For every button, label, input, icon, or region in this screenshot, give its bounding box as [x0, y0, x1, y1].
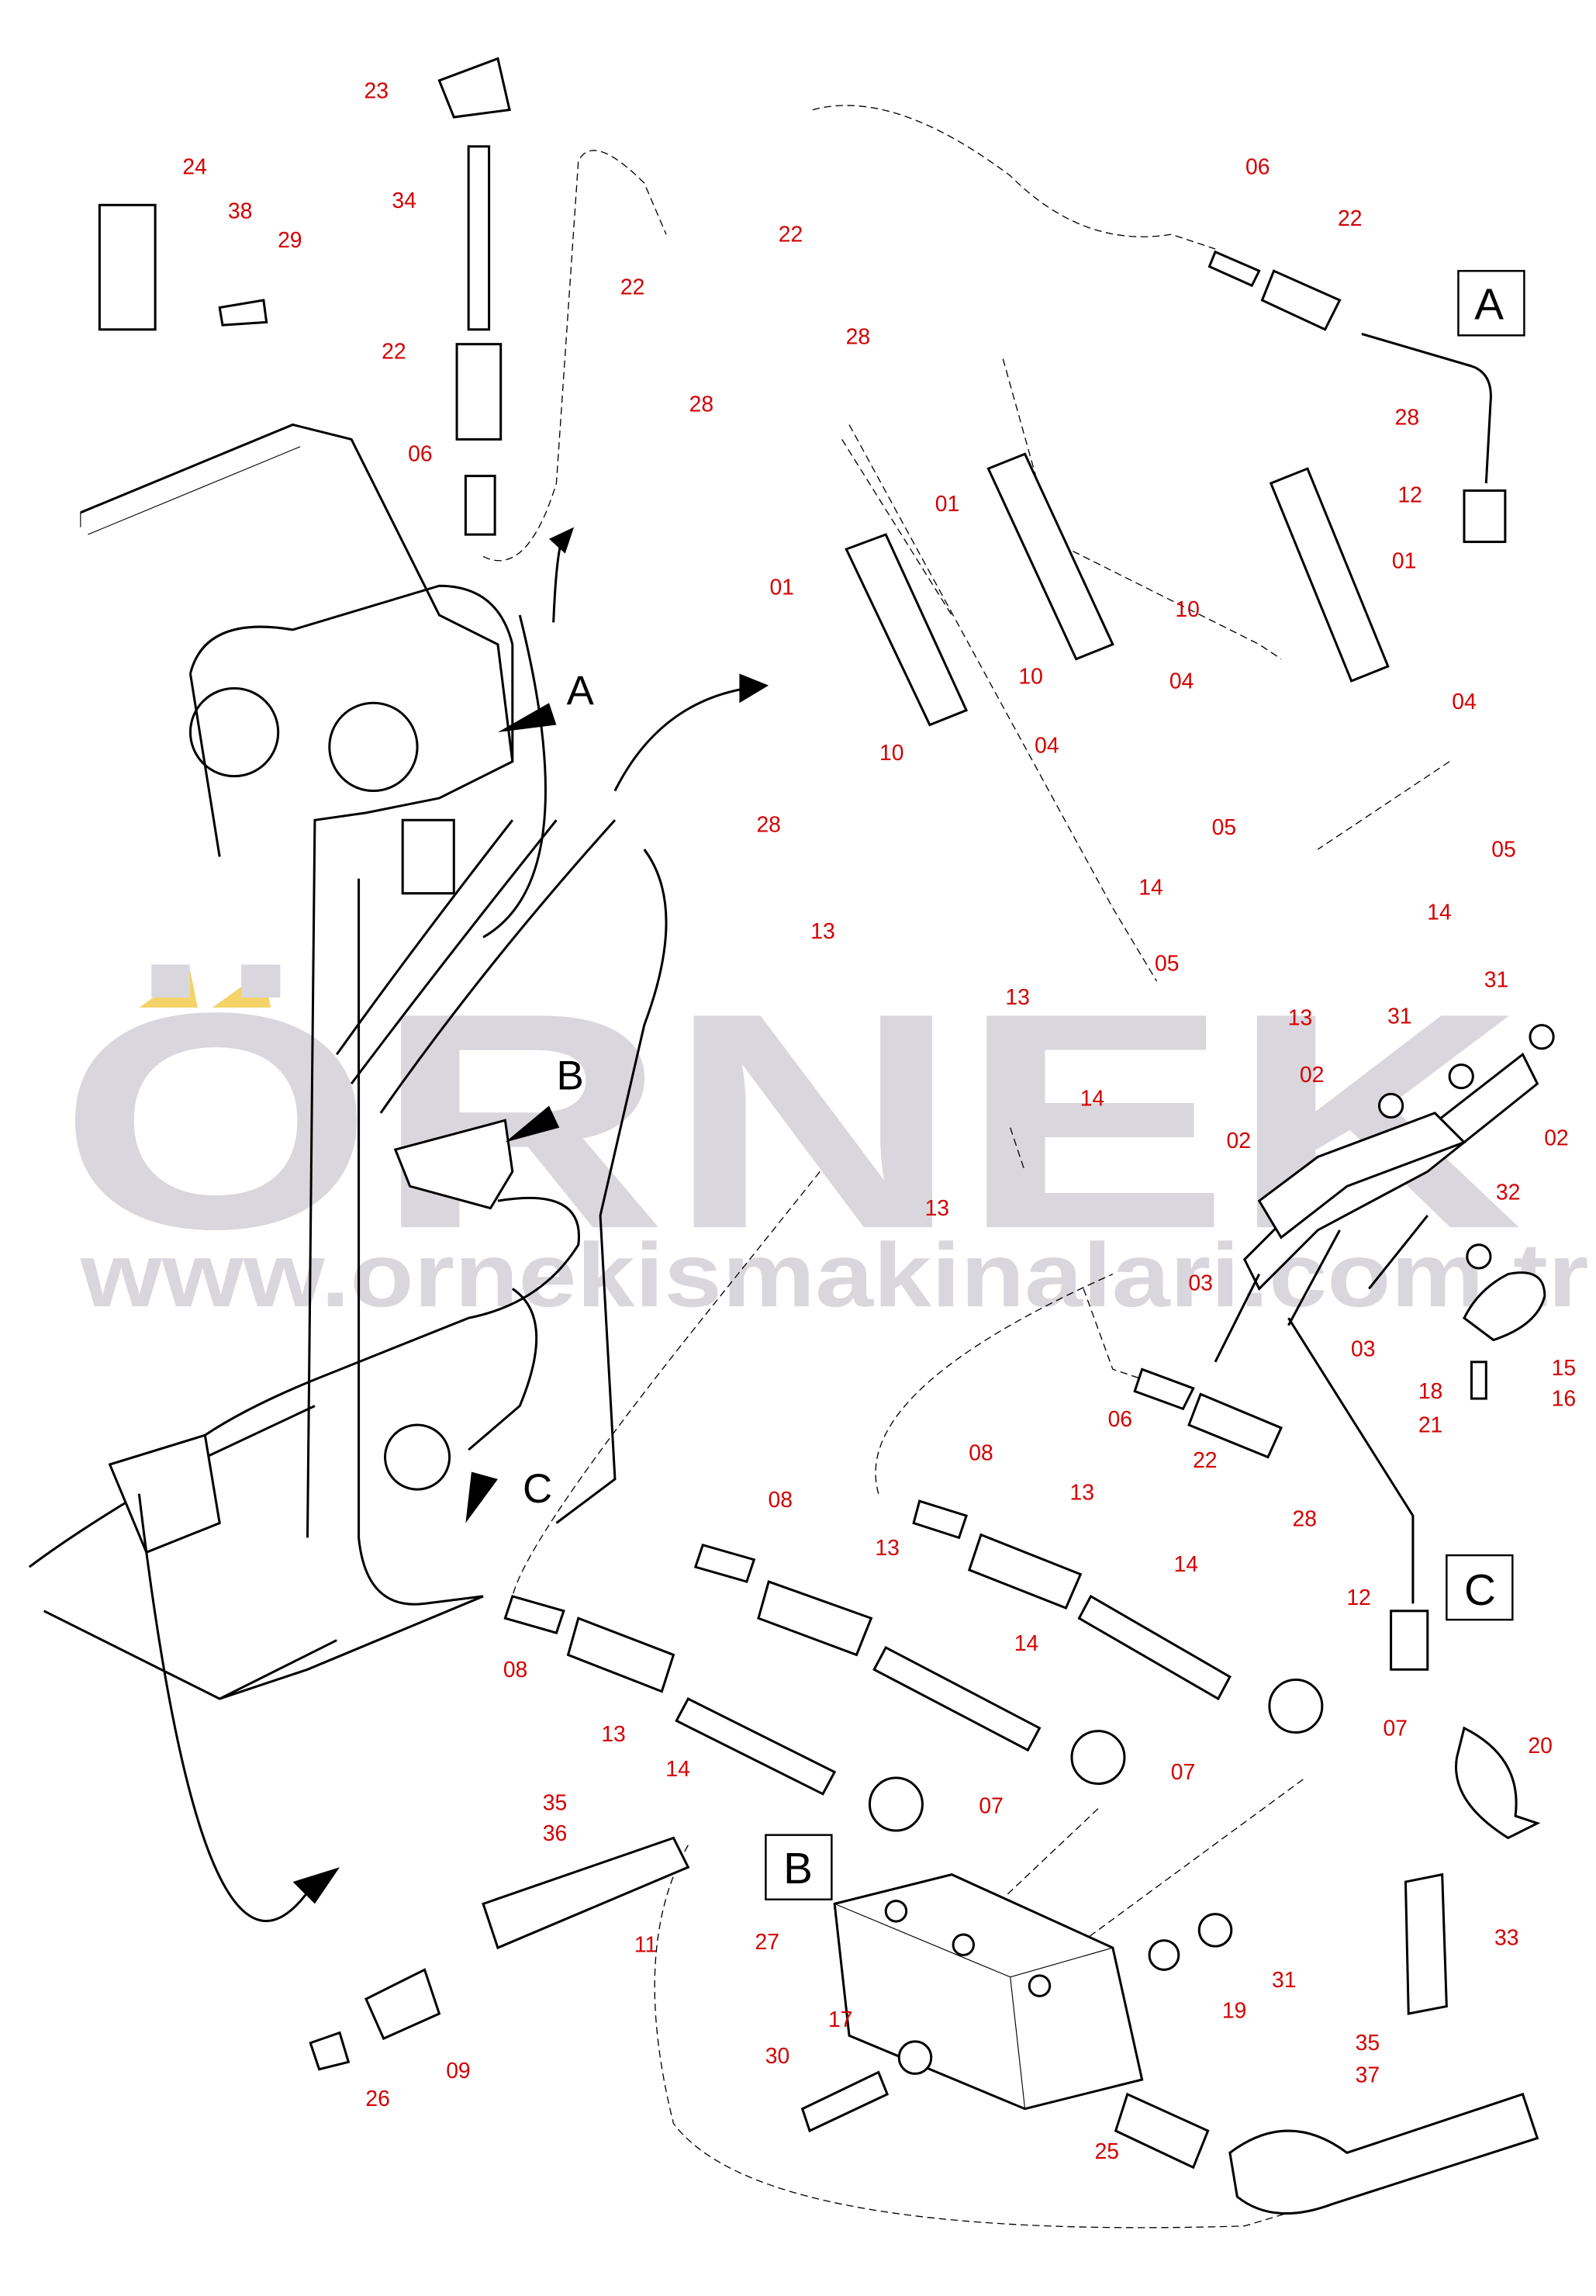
callout-label: 19: [1222, 1999, 1247, 2024]
callout-label: 10: [1018, 665, 1043, 690]
callout-label: 28: [1395, 406, 1420, 430]
callout-label: 04: [1452, 690, 1477, 714]
callout-label: 01: [935, 492, 960, 517]
watermark: ÖRNEK www.ornekismakinalari.com.tr: [59, 949, 1589, 1326]
callout-labels: 23 24 38 29 34 22 06 22 22 28 28 06 22 28 12 01 01 01 10 10…: [182, 78, 1576, 2163]
callout-label: 07: [1384, 1716, 1408, 1741]
callout-label: 12: [1346, 1585, 1371, 1610]
callout-label: 31: [1484, 968, 1509, 993]
callout-label: 29: [278, 228, 302, 253]
callout-label: 33: [1494, 1925, 1518, 1950]
callout-label: 11: [634, 1933, 657, 1958]
callout-label: 08: [769, 1488, 793, 1513]
detail-box-a: A: [1457, 270, 1525, 337]
callout-label: 06: [1108, 1407, 1133, 1432]
callout-label: 22: [382, 340, 406, 365]
callout-label: 07: [1171, 1760, 1196, 1785]
callout-label: 18: [1418, 1379, 1443, 1404]
callout-label: 14: [665, 1757, 690, 1782]
callout-label: 28: [689, 392, 714, 417]
callout-label: 02: [1226, 1129, 1251, 1153]
callout-label: 28: [846, 325, 871, 350]
callout-label: 14: [1138, 876, 1163, 901]
callout-label: 02: [1544, 1126, 1569, 1150]
callout-label: 13: [1069, 1480, 1094, 1505]
callout-label: 36: [543, 1821, 568, 1846]
callout-label: 31: [1387, 1004, 1412, 1029]
svg-text:A: A: [1474, 281, 1504, 330]
callout-label: 22: [1193, 1448, 1218, 1473]
callout-label: 22: [779, 223, 803, 247]
callout-label: 24: [182, 155, 207, 180]
callout-label: 08: [503, 1658, 528, 1682]
callout-label: 13: [601, 1722, 626, 1747]
callout-label: 22: [620, 275, 645, 299]
callout-label: 14: [1080, 1086, 1105, 1111]
callout-label: 08: [969, 1440, 993, 1465]
callout-label: 04: [1035, 733, 1059, 758]
callout-label: 09: [446, 2059, 471, 2083]
watermark-url: www.ornekismakinalari.com.tr: [80, 1224, 1589, 1326]
callout-label: 23: [364, 78, 389, 103]
callout-label: 01: [769, 576, 794, 600]
callout-label: 26: [365, 2087, 390, 2111]
callout-label: 12: [1397, 483, 1422, 508]
callout-label: 05: [1155, 952, 1180, 977]
callout-label: 03: [1188, 1271, 1213, 1295]
callout-label: 34: [392, 188, 416, 213]
svg-text:C: C: [1464, 1566, 1496, 1615]
callout-label: 32: [1496, 1180, 1521, 1205]
svg-text:B: B: [783, 1845, 813, 1893]
view-arrow-b: B: [556, 1053, 583, 1099]
callout-label: 16: [1552, 1386, 1577, 1411]
callout-label: 04: [1169, 669, 1194, 693]
callout-label: 14: [1427, 901, 1452, 925]
callout-label: 01: [1392, 549, 1417, 574]
callout-label: 03: [1351, 1336, 1376, 1361]
callout-label: 35: [543, 1791, 568, 1816]
view-arrow-a: A: [567, 668, 595, 714]
callout-label: 22: [1338, 206, 1363, 231]
callout-label: 30: [765, 2044, 790, 2069]
callout-label: 05: [1491, 837, 1515, 862]
detail-box-b: B: [765, 1834, 833, 1900]
exploded-parts: [98, 57, 1555, 2229]
callout-label: 37: [1356, 2063, 1380, 2088]
callout-label: 10: [1175, 597, 1200, 622]
callout-label: 13: [925, 1196, 950, 1221]
callout-label: 20: [1528, 1734, 1553, 1758]
callout-label: 38: [228, 199, 253, 223]
callout-label: 27: [755, 1930, 780, 1955]
callout-label: 25: [1095, 2139, 1120, 2164]
callout-label: 13: [1005, 985, 1030, 1010]
detail-box-c: C: [1446, 1554, 1514, 1621]
callout-label: 10: [879, 741, 904, 766]
callout-label: 06: [1245, 155, 1270, 180]
callout-label: 02: [1300, 1063, 1325, 1087]
callout-label: 06: [408, 442, 433, 467]
callout-label: 31: [1272, 1968, 1297, 1993]
callout-label: 14: [1014, 1631, 1039, 1656]
callout-label: 28: [756, 812, 781, 837]
callout-label: 28: [1292, 1506, 1317, 1531]
callout-label: 35: [1356, 2031, 1380, 2056]
callout-label: 15: [1552, 1356, 1577, 1381]
callout-label: 21: [1418, 1413, 1443, 1437]
callout-label: 05: [1212, 815, 1237, 840]
callout-label: 14: [1174, 1552, 1199, 1577]
callout-label: 07: [979, 1793, 1004, 1818]
direction-arrows: [137, 527, 769, 1922]
callout-label: 13: [875, 1536, 900, 1561]
view-arrow-c: C: [523, 1466, 552, 1512]
boom-arm-drawing: [28, 423, 668, 1700]
callout-label: 13: [810, 919, 835, 944]
callout-label: 13: [1288, 1006, 1313, 1031]
callout-label: 17: [828, 2007, 853, 2032]
